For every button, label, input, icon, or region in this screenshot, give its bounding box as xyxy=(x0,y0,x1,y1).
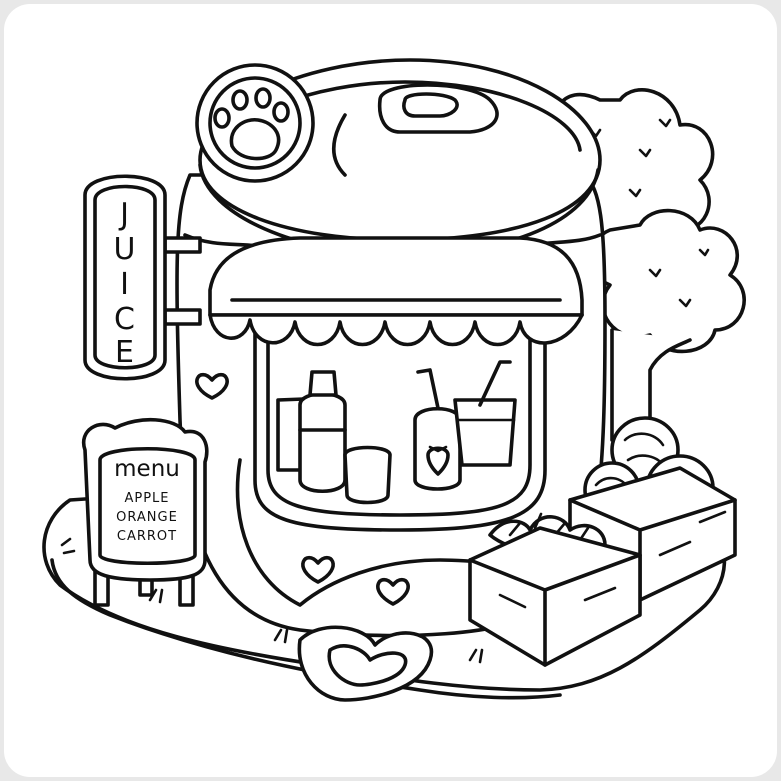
sign-letter: J xyxy=(118,197,130,232)
shop-window xyxy=(208,236,584,532)
paw-badge xyxy=(195,63,315,183)
counter-items xyxy=(276,360,517,505)
menu-item: ORANGE xyxy=(116,510,178,525)
paw-print-icon xyxy=(213,87,290,161)
can-hearts xyxy=(195,372,410,606)
heart-rug xyxy=(297,625,434,702)
sign-letter: E xyxy=(115,335,135,370)
juice-sign: J U I C E xyxy=(83,174,202,381)
vegetable-crate xyxy=(468,512,642,667)
heart-icon xyxy=(376,577,410,606)
heart-icon xyxy=(301,555,335,584)
produce-crates xyxy=(468,416,737,667)
heart-icon xyxy=(195,372,229,400)
sign-letter: C xyxy=(114,302,136,337)
menu-title: menu xyxy=(114,456,180,482)
sign-letter: U xyxy=(114,232,137,267)
menu-item: CARROT xyxy=(117,529,177,544)
menu-board: menu APPLE ORANGE CARROT xyxy=(81,417,209,607)
sign-letter: I xyxy=(120,267,130,302)
strawberry-icon xyxy=(426,445,450,476)
menu-item: APPLE xyxy=(124,491,169,506)
